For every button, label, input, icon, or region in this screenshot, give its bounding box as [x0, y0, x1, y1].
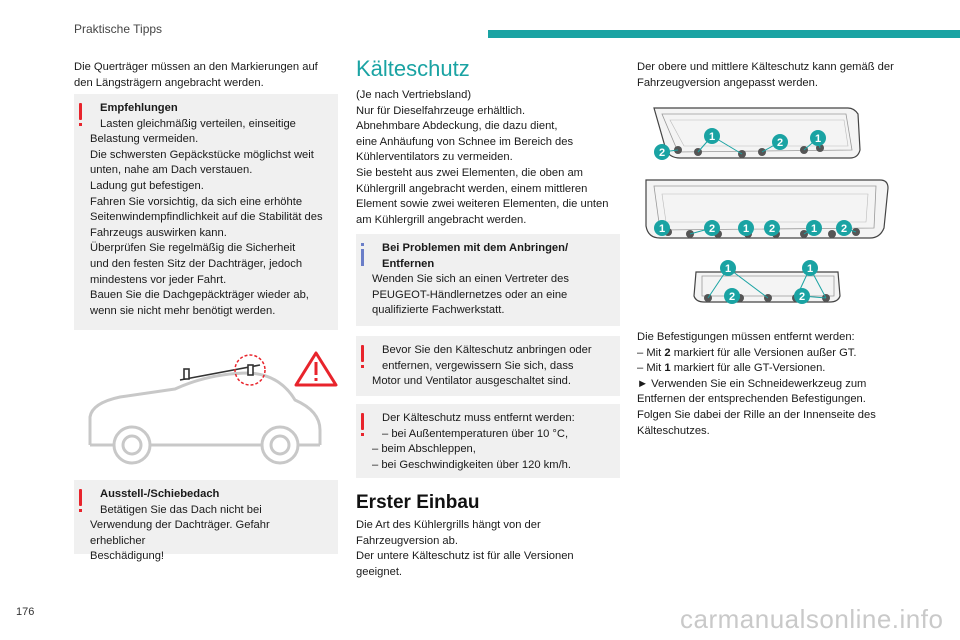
cold-protection-diagram: 2 1 2 1 1 2 1 2 1 2 1 1 2 2 [645, 107, 889, 304]
badge-label: 1 [811, 223, 817, 235]
warning-icon [359, 413, 365, 439]
warning-box-engine-off: Bevor Sie den Kälteschutz anbringen oder… [356, 336, 620, 396]
badge-label: 1 [807, 263, 813, 275]
warning-box-remove-conditions: Der Kälteschutz muss entfernt werden: – … [356, 404, 620, 478]
badge-label: 1 [725, 263, 731, 275]
badge-label: 2 [777, 137, 783, 149]
warning-box-recommendations: Empfehlungen Lasten gleichmäßig verteile… [74, 94, 338, 330]
col1-intro: Die Querträger müssen an den Markierunge… [74, 61, 318, 89]
warning-icon [77, 489, 83, 515]
badge-label: 1 [743, 223, 749, 235]
page-number: 176 [16, 606, 35, 618]
box-title: Ausstell-/Schiebedach [100, 488, 220, 500]
watermark: carmanualsonline.info [680, 604, 944, 634]
info-box-problems: Bei Problemen mit dem Anbringen/ Entfern… [356, 234, 620, 326]
badge-label: 2 [769, 223, 775, 235]
box-title: Empfehlungen [100, 102, 178, 114]
badge-label: 2 [659, 147, 665, 159]
car-outline [88, 371, 322, 465]
badge-label: 2 [799, 291, 805, 303]
col3-intro: Der obere und mittlere Kälteschutz kann … [637, 61, 894, 89]
badge-label: 1 [815, 133, 821, 145]
heading-erster-einbau: Erster Einbau [356, 492, 480, 513]
heading-kaelteschutz: Kälteschutz [356, 56, 470, 81]
roof-rack-bar [179, 364, 261, 381]
info-icon [359, 243, 365, 269]
col3-instructions: Die Befestigungen müssen entfernt werden… [637, 331, 876, 437]
warning-icon [359, 345, 365, 371]
col2-body: (Je nach Vertriebsland) Nur für Dieselfa… [356, 89, 609, 226]
badge-label: 1 [659, 223, 665, 235]
highlight-circle [234, 354, 266, 386]
col2-body2: Die Art des Kühlergrills hängt von der F… [356, 519, 574, 578]
badge-label: 2 [709, 223, 715, 235]
badge-label: 1 [709, 131, 715, 143]
header-accent-bar [488, 30, 960, 38]
upper-element [653, 107, 861, 159]
badge-label: 2 [841, 223, 847, 235]
warning-box-sunroof: Ausstell-/Schiebedach Betätigen Sie das … [74, 480, 338, 562]
section-title: Praktische Tipps [74, 22, 163, 36]
number-badges [654, 128, 852, 304]
warning-triangle-icon [294, 351, 338, 387]
warning-icon [77, 103, 83, 129]
badge-label: 2 [729, 291, 735, 303]
car-roof-rack-illustration [88, 351, 338, 465]
